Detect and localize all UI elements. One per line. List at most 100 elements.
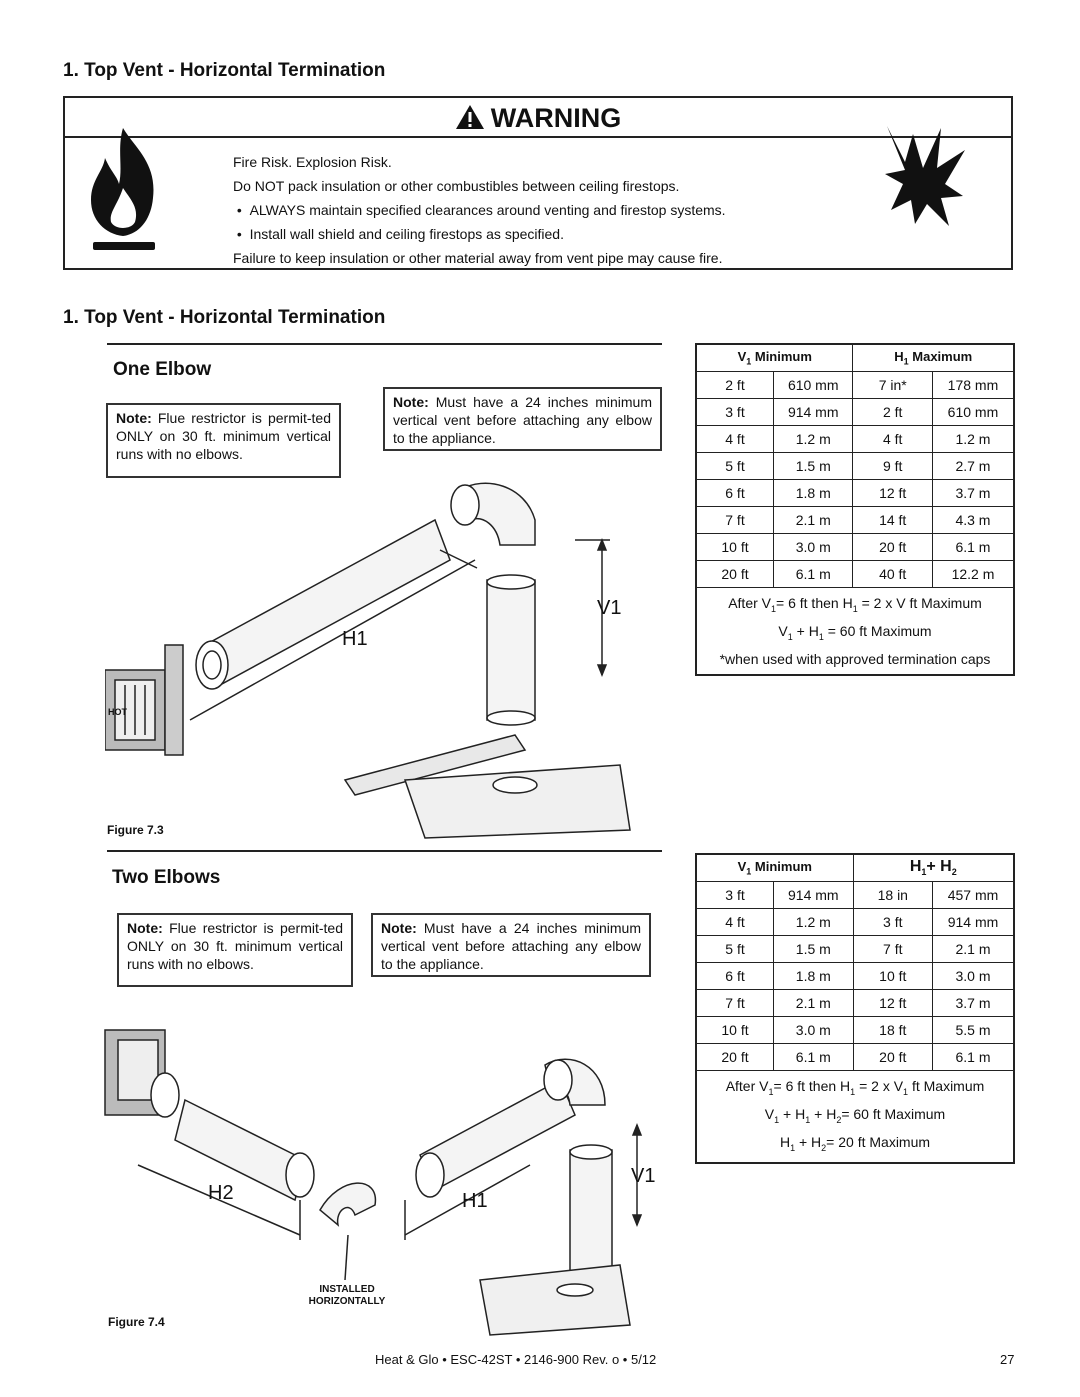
table-cell: 7 ft xyxy=(852,935,934,963)
two-elbows-note-vertical: Note: Must have a 24 inches minimum vert… xyxy=(371,913,651,977)
two-elbows-table-notes: After V1= 6 ft then H1 = 2 x V1 ft Maxim… xyxy=(695,1070,1015,1164)
table-cell: 9 ft xyxy=(852,452,933,480)
figure-7-4-label: Figure 7.4 xyxy=(108,1315,165,1329)
warning-line-2: Do NOT pack insulation or other combusti… xyxy=(233,178,680,194)
table-cell: 4 ft xyxy=(852,425,933,453)
warning-text: Fire Risk. Explosion Risk. Do NOT pack i… xyxy=(233,150,726,270)
one-elbow-note-restrictor: Note: Flue restrictor is permit-ted ONLY… xyxy=(106,403,341,478)
explosion-icon xyxy=(885,126,965,226)
table-cell: 7 ft xyxy=(695,989,775,1017)
figure-7-3-diagram xyxy=(105,482,631,839)
one-elbow-title: One Elbow xyxy=(113,359,212,380)
label-h2: H2 xyxy=(208,1182,234,1204)
hot-label: HOT xyxy=(108,707,127,717)
elbow-horizontal xyxy=(319,1182,377,1227)
vertical-pipe xyxy=(486,579,536,721)
table-cell: 610 mm xyxy=(931,398,1015,426)
table-cell: 3 ft xyxy=(695,398,774,426)
two-elbows-note-restrictor: Note: Flue restrictor is permit-ted ONLY… xyxy=(117,913,353,987)
table-cell: 20 ft xyxy=(695,1043,775,1071)
table-cell: 914 mm xyxy=(772,398,854,426)
table-cell: 4 ft xyxy=(695,908,775,936)
label-v1-two: V1 xyxy=(631,1165,656,1187)
table-cell: 1.2 m xyxy=(931,425,1015,453)
table-cell: 3.0 m xyxy=(773,1016,854,1044)
table-cell: 10 ft xyxy=(695,1016,775,1044)
table-cell: 2 ft xyxy=(852,398,933,426)
table-cell: 4 ft xyxy=(695,425,774,453)
label-h1-two: H1 xyxy=(462,1190,488,1212)
installed-horizontally-label: INSTALLED HORIZONTALLY xyxy=(308,1284,386,1307)
section-title-2: 1. Top Vent - Horizontal Termination xyxy=(63,307,386,328)
one-elbow-rule xyxy=(107,343,662,345)
warning-header: WARNING xyxy=(65,98,1011,138)
table-cell: 4.3 m xyxy=(931,506,1015,534)
table-cell: 2.1 m xyxy=(773,989,854,1017)
table2-note-2: V1 + H1 + H2= 60 ft Maximum xyxy=(764,1105,946,1125)
section-title: 1. Top Vent - Horizontal Termination xyxy=(63,60,386,81)
table-cell: 1.2 m xyxy=(773,908,854,936)
table-cell: 3 ft xyxy=(852,908,934,936)
table-cell: 10 ft xyxy=(695,533,774,561)
table-cell: 2 ft xyxy=(695,371,774,399)
table-cell: 20 ft xyxy=(695,560,774,588)
pipe-h2 xyxy=(174,1098,306,1202)
table-cell: 7 in* xyxy=(852,371,933,399)
table-cell: 14 ft xyxy=(852,506,933,534)
page-number: 27 xyxy=(1000,1352,1015,1367)
table-cell: 6 ft xyxy=(695,962,775,990)
table-cell: 610 mm xyxy=(772,371,854,399)
table-note-1: After V1= 6 ft then H1 = 2 x V ft Maximu… xyxy=(728,595,982,614)
table-cell: 20 ft xyxy=(852,533,933,561)
table-cell: 12.2 m xyxy=(931,560,1015,588)
table-cell: 5.5 m xyxy=(932,1016,1015,1044)
one-elbow-table-notes: After V1= 6 ft then H1 = 2 x V ft Maximu… xyxy=(695,586,1015,676)
table-cell: 2.7 m xyxy=(931,452,1015,480)
footer-doc: Heat & Glo • ESC-42ST • 2146-900 Rev. o … xyxy=(375,1352,657,1367)
table-cell: 5 ft xyxy=(695,452,774,480)
table-cell: 10 ft xyxy=(852,962,934,990)
two-elbows-rule xyxy=(107,850,662,852)
warning-line-3: Failure to keep insulation or other mate… xyxy=(233,250,723,266)
warning-bullet-1: • ALWAYS maintain specified clearances a… xyxy=(233,202,726,218)
table-cell: 3.7 m xyxy=(931,479,1015,507)
table-cell: 6.1 m xyxy=(772,560,854,588)
figure-7-4-diagram xyxy=(104,1029,643,1336)
table-cell: 3.0 m xyxy=(772,533,854,561)
col-v1-minimum: V1 Minimum xyxy=(695,343,854,372)
figure-7-3-label: Figure 7.3 xyxy=(107,823,164,837)
warning-bullet-2: • Install wall shield and ceiling firest… xyxy=(233,226,564,242)
table-note-2: V1 + H1 = 60 ft Maximum xyxy=(778,622,932,642)
label-h1: H1 xyxy=(342,628,368,650)
table-cell: 2.1 m xyxy=(772,506,854,534)
table-cell: 5 ft xyxy=(695,935,775,963)
table-cell: 6.1 m xyxy=(932,1043,1015,1071)
table-cell: 914 mm xyxy=(773,881,854,909)
table-cell: 2.1 m xyxy=(932,935,1015,963)
table-cell: 3.0 m xyxy=(932,962,1015,990)
warning-box: WARNING Fire Risk. Explosion Risk. Do NO… xyxy=(63,96,1013,270)
warning-triangle-icon xyxy=(455,105,484,129)
table-cell: 18 ft xyxy=(852,1016,934,1044)
warning-line-1: Fire Risk. Explosion Risk. xyxy=(233,154,392,170)
table-cell: 3.7 m xyxy=(932,989,1015,1017)
table-cell: 40 ft xyxy=(852,560,933,588)
table-cell: 6.1 m xyxy=(773,1043,854,1071)
table-cell: 12 ft xyxy=(852,479,933,507)
table-cell: 1.8 m xyxy=(772,479,854,507)
